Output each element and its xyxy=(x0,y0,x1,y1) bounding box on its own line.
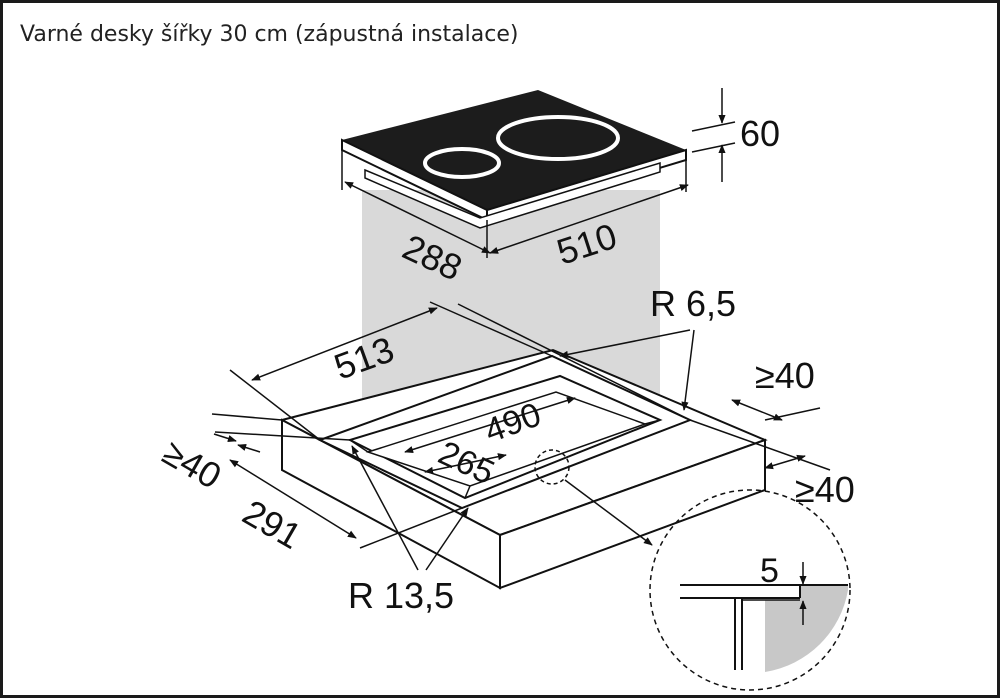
detail-marker xyxy=(534,449,570,485)
cooking-zone-small xyxy=(423,147,501,179)
detail-section-fill xyxy=(765,585,848,672)
detail-depth-label: 5 xyxy=(760,552,779,590)
cooking-zone-large xyxy=(496,115,620,161)
cutout-inner-depth-line xyxy=(424,453,507,474)
clearance-left-label: ≥40 xyxy=(156,431,228,496)
cutout-outer-width-line xyxy=(251,307,438,381)
countertop-side xyxy=(499,438,766,590)
clearance-right-bottom-label: ≥40 xyxy=(795,469,855,510)
corner-radius-large-label: R 13,5 xyxy=(348,575,454,616)
hob-height-label: 60 xyxy=(740,113,780,154)
cutout-outer-depth-line xyxy=(229,459,357,539)
corner-radius-small-label: R 6,5 xyxy=(650,283,736,324)
clearance-right-top-label: ≥40 xyxy=(755,355,815,396)
diagram-title: Varné desky šířky 30 cm (zápustná instal… xyxy=(20,22,519,47)
detail-view: 5 xyxy=(649,489,851,691)
hob-depth-line xyxy=(344,181,491,254)
hob-width-line xyxy=(489,184,689,254)
countertop xyxy=(279,348,768,590)
detail-circle xyxy=(649,489,851,691)
hob-glass-top xyxy=(342,90,686,210)
cutout-inner-width-line xyxy=(404,397,576,453)
